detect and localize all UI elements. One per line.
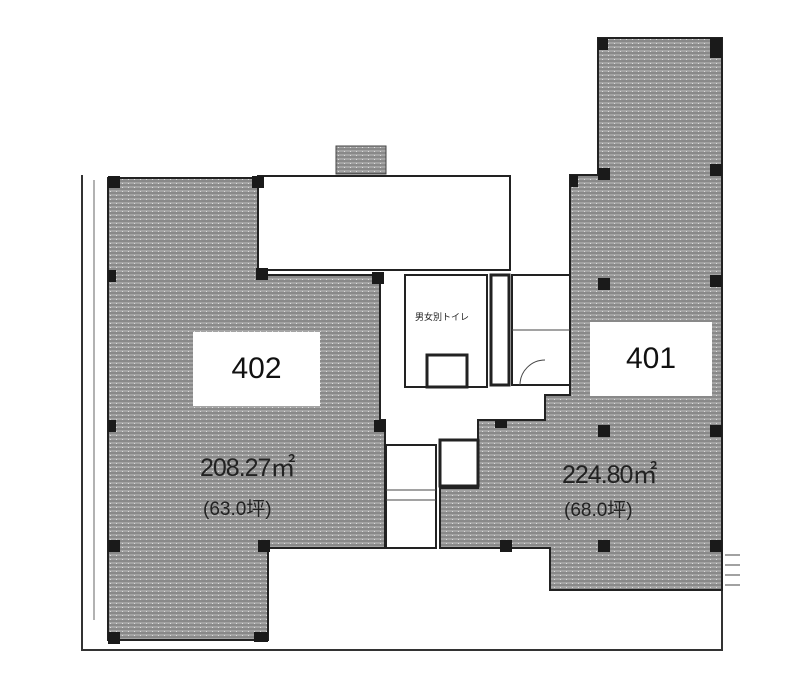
- unit-402-area-tsubo: (63.0坪): [203, 499, 272, 520]
- unit-402-area-sqm: 208.27㎡: [200, 454, 295, 482]
- pantry: [438, 438, 480, 488]
- roof-vent: [335, 145, 387, 175]
- void-area: [257, 175, 511, 271]
- unit-401-area-sqm: 224.80㎡: [562, 461, 657, 489]
- right-steps: [725, 554, 740, 586]
- outer-wall: [81, 175, 723, 651]
- elevator: [425, 353, 469, 389]
- restroom-label: 男女別トイレ: [415, 313, 470, 323]
- unit-402-label: 402: [193, 332, 320, 406]
- columns: [108, 38, 722, 644]
- unit-401-area-tsubo: (68.0坪): [564, 500, 633, 521]
- stair-2: [385, 444, 437, 549]
- shaft: [489, 273, 511, 387]
- unit-401-label: 401: [590, 322, 712, 396]
- unit-401-floor: [439, 37, 723, 591]
